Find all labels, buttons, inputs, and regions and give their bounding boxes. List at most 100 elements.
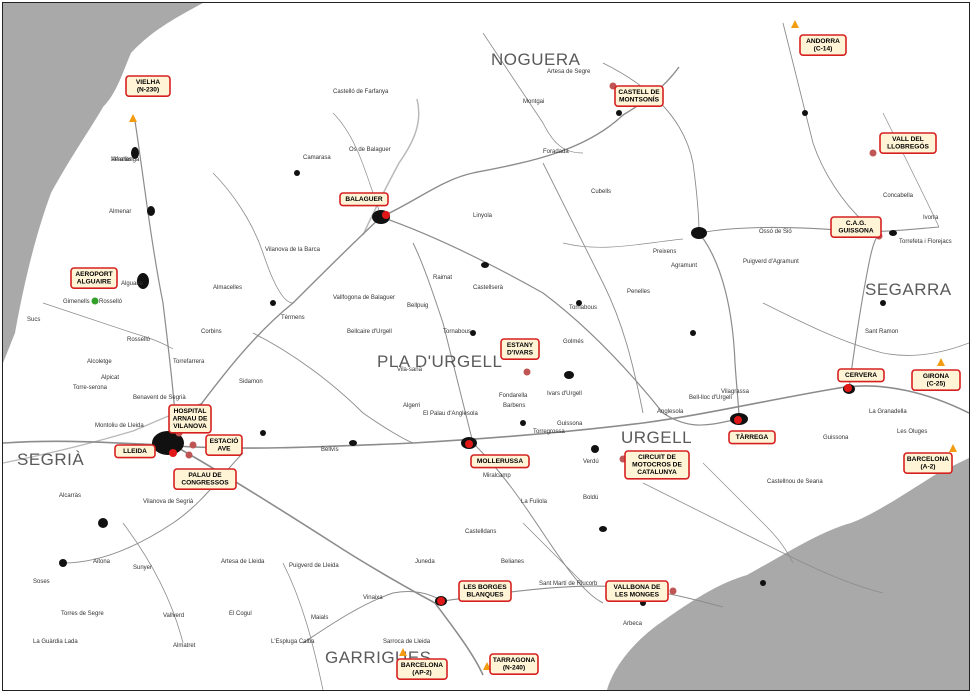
poi-label-box[interactable]	[911, 369, 961, 392]
poi-label[interactable]: TARRAGONA(N-240)	[489, 653, 539, 676]
poi-label-box[interactable]	[173, 468, 237, 491]
poi-label-box[interactable]	[125, 75, 171, 98]
poi-label[interactable]: CERVERA	[837, 368, 885, 383]
poi-marker[interactable]	[189, 441, 197, 449]
city-marker[interactable]	[844, 384, 852, 392]
poi-label-box[interactable]	[605, 580, 669, 603]
town-name: Artesa de Lleida	[221, 559, 265, 565]
poi-label-box[interactable]	[799, 34, 847, 57]
poi-label-box[interactable]	[205, 434, 243, 457]
poi-label[interactable]: BARCELONA(A-2)	[903, 452, 953, 475]
exit-marker[interactable]	[949, 444, 957, 452]
poi-label-box[interactable]	[728, 430, 776, 445]
poi-label-text: VALLBONA DE	[614, 584, 661, 591]
city-marker[interactable]	[437, 597, 445, 605]
town-name: Tornabous	[443, 329, 471, 335]
exit-marker[interactable]	[399, 648, 407, 656]
poi-label-text: CASTELL DE	[618, 89, 660, 96]
poi-label-text: LES BORGES	[463, 584, 507, 591]
poi-marker[interactable]	[669, 587, 677, 595]
town-name: La Granadella	[869, 409, 907, 415]
poi-label-text: (N-230)	[137, 87, 159, 94]
poi-label-box[interactable]	[70, 267, 118, 290]
town-name: Bell-lloc d'Urgell	[689, 395, 732, 401]
exit-marker[interactable]	[937, 358, 945, 366]
poi-label-box[interactable]	[830, 216, 882, 239]
poi-label-box[interactable]	[614, 85, 664, 108]
poi-marker[interactable]	[523, 368, 531, 376]
poi-label-text: (AP-2)	[412, 670, 431, 677]
poi-label-box[interactable]	[903, 452, 953, 475]
town-name: Alfarràs	[111, 157, 132, 163]
town-name: Maials	[311, 615, 328, 621]
town-name: Sunyer	[133, 565, 152, 571]
town-name: Sidamon	[239, 379, 263, 385]
poi-label-text: BLANQUES	[467, 592, 505, 599]
town-name: Agramunt	[671, 263, 697, 269]
poi-marker[interactable]	[185, 451, 193, 459]
town-name: Vinaixa	[363, 595, 383, 601]
poi-label-box[interactable]	[624, 450, 690, 480]
poi-label-box[interactable]	[458, 580, 512, 603]
poi-label-text: CIRCUIT DE	[638, 454, 676, 461]
poi-label-box[interactable]	[168, 404, 212, 434]
town-name: Castelló de Farfanya	[333, 89, 389, 95]
town-name: Miralcamp	[483, 473, 511, 479]
town-name: Juneda	[415, 559, 435, 565]
poi-marker[interactable]	[869, 149, 877, 157]
city-marker[interactable]	[734, 416, 742, 424]
town-name: L'Espluga Calba	[271, 639, 315, 645]
town-name: Guissona	[557, 421, 583, 427]
poi-label-box[interactable]	[489, 653, 539, 676]
poi-label-text: ANDORRA	[806, 38, 840, 45]
poi-label-text: MOLLERUSSA	[477, 458, 523, 465]
town-name: Ivars d'Urgell	[547, 391, 582, 397]
poi-label-box[interactable]	[339, 192, 389, 207]
poi-label[interactable]: TÀRREGA	[728, 430, 776, 445]
region-name: PLA D'URGELL	[377, 352, 502, 371]
airport-marker[interactable]	[91, 297, 99, 305]
poi-label[interactable]: VIELHA(N-230)	[125, 75, 171, 98]
poi-label-box[interactable]	[879, 132, 937, 155]
poi-label-text: AVE	[217, 446, 231, 453]
town-name: Anglesola	[657, 409, 684, 415]
town-name: Golmés	[563, 339, 584, 345]
poi-label[interactable]: MOLLERUSSA	[470, 454, 530, 469]
exit-marker[interactable]	[129, 114, 137, 122]
poi-label[interactable]: BARCELONA(AP-2)	[396, 658, 448, 681]
poi-label-box[interactable]	[500, 338, 540, 361]
poi-label[interactable]: GIRONA(C-25)	[911, 369, 961, 392]
poi-label[interactable]: ANDORRA(C-14)	[799, 34, 847, 57]
poi-label-box[interactable]	[114, 444, 156, 459]
poi-label[interactable]: LLEIDA	[114, 444, 156, 459]
map-canvas[interactable]: NOGUERA PLA D'URGELL URGELL SEGARRA SEGR…	[3, 3, 969, 690]
town-name: Concabella	[883, 193, 914, 199]
exit-marker[interactable]	[791, 20, 799, 28]
city-marker[interactable]	[465, 440, 473, 448]
outside-area-southeast	[607, 458, 969, 690]
city-marker[interactable]	[169, 449, 177, 457]
poi-label[interactable]: C.A.G.GUISSONA	[830, 216, 882, 239]
region-name: NOGUERA	[491, 50, 581, 69]
poi-label-text: CATALUNYA	[637, 469, 677, 476]
poi-label[interactable]: BALAGUER	[339, 192, 389, 207]
town-name: La Guàrdia Lada	[33, 639, 78, 645]
poi-label-text: (N-240)	[503, 665, 525, 672]
poi-label-text: BARCELONA	[907, 456, 949, 463]
poi-label-box[interactable]	[396, 658, 448, 681]
poi-label-box[interactable]	[837, 368, 885, 383]
city-marker[interactable]	[382, 211, 390, 219]
poi-label-box[interactable]	[470, 454, 530, 469]
poi-label-text: LLOBREGÓS	[887, 142, 929, 151]
exit-marker[interactable]	[483, 662, 491, 670]
